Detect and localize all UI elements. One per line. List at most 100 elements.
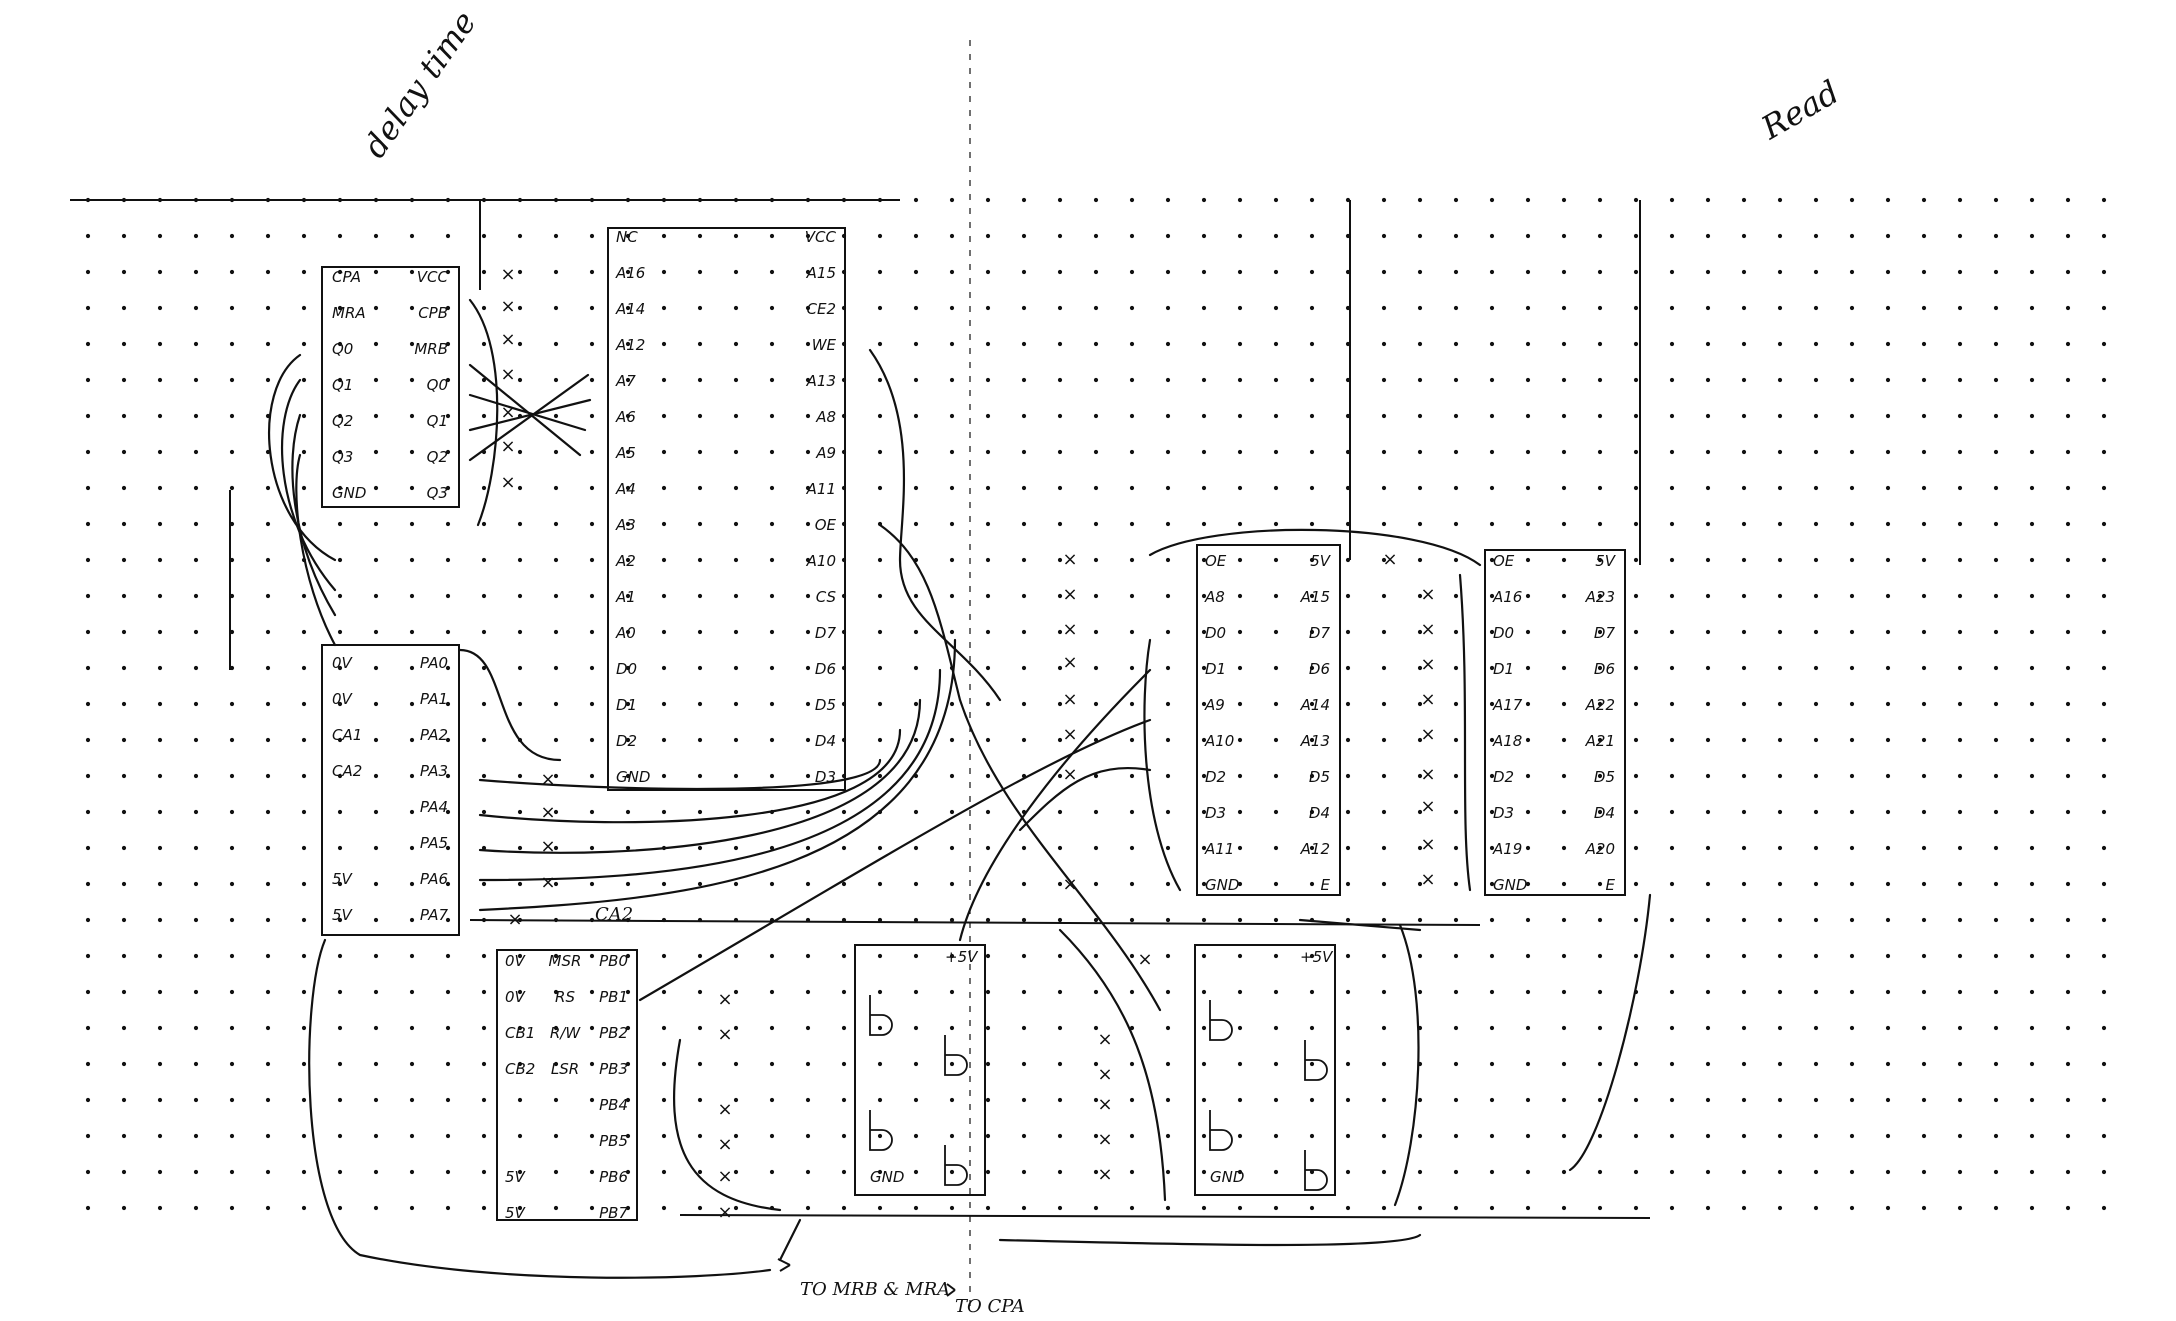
eprom-a-left-pin-label: D0 (1205, 624, 1226, 642)
eprom-a-chip (1196, 544, 1341, 896)
memory-32pin-left-pin-label: A6 (615, 408, 636, 426)
memory-32pin-left-pin-label: A5 (615, 444, 636, 462)
pia-port-b-left-pin-label: 5V (505, 1204, 527, 1222)
unused-pin-x-mark: × (500, 472, 515, 493)
memory-32pin-right-pin-label: CS (816, 588, 837, 606)
annotations: delay time Read TO MRB & MRA TO CPA CA2 (355, 4, 1845, 1317)
unused-pin-x-mark: × (1062, 652, 1077, 673)
pia-port-a-left-pin-label: 0V (332, 690, 354, 708)
ca2-bus-label: CA2 (595, 904, 633, 925)
gate-chip-right-top-label: +5V (1300, 948, 1334, 966)
unused-pin-x-mark: × (1097, 1129, 1112, 1150)
memory-32pin-right-pin-label: WE (812, 336, 837, 354)
eprom-a-left-pin-label: GND (1205, 876, 1239, 894)
unused-pin-x-mark: × (500, 364, 515, 385)
eprom-a-right-pin-label: 5V (1310, 552, 1332, 570)
eprom-b-left-pin-label: A19 (1492, 840, 1522, 858)
unused-pin-x-mark: × (1062, 689, 1077, 710)
unused-pin-x-mark: × (1097, 1094, 1112, 1115)
memory-32pin-right-pin-label: A11 (806, 480, 836, 498)
counter-74ls393-right-pin-label: Q0 (427, 376, 448, 394)
unused-pin-x-mark: × (1420, 869, 1435, 890)
unused-pin-x-mark: × (1420, 724, 1435, 745)
memory-32pin-right-pin-label: D4 (815, 732, 836, 750)
counter-74ls393-left-pin-label: Q3 (332, 448, 353, 466)
unused-pin-x-mark: × (1420, 584, 1435, 605)
memory-32pin-left-pin-label: A7 (615, 372, 636, 390)
pia-port-a-left-pin-label: 5V (332, 906, 354, 924)
eprom-a-right-pin-label: A15 (1300, 588, 1330, 606)
eprom-b-right-pin-label: D7 (1594, 624, 1616, 642)
eprom-a-left-pin-label: D1 (1205, 660, 1226, 678)
unused-pin-x-mark: × (1420, 764, 1435, 785)
unused-pin-x-mark: × (500, 436, 515, 457)
memory-32pin-right-pin-label: A10 (806, 552, 836, 570)
pia-port-a-left-pin-label: 0V (332, 654, 354, 672)
pia-port-a-right-pin-label: PA6 (420, 870, 448, 888)
pia-port-a-left-pin-label: CA1 (332, 726, 362, 744)
eprom-a-left-pin-label: OE (1205, 552, 1227, 570)
eprom-b-right-pin-label: D4 (1594, 804, 1615, 822)
memory-32pin-left-pin-label: D1 (616, 696, 637, 714)
gate-chip-right-bottom-label: GND (1210, 1168, 1244, 1186)
memory-32pin-left-pin-label: A2 (615, 552, 636, 570)
read-note: Read (1754, 73, 1845, 148)
unused-pin-x-mark: × (1062, 724, 1077, 745)
eprom-b-left-pin-label: D3 (1493, 804, 1514, 822)
pia-port-b-right-pin-label: PB6 (599, 1168, 628, 1186)
memory-32pin-right-pin-label: A9 (815, 444, 836, 462)
memory-32pin-right-pin-label: VCC (805, 228, 837, 246)
memory-32pin-right-pin-label: A15 (806, 264, 836, 282)
eprom-b-right-pin-label: A23 (1585, 588, 1615, 606)
gate-chip-left-bottom-label: GND (870, 1168, 904, 1186)
counter-chip (321, 266, 460, 508)
pia-port-b-left-pin-label: 0V (505, 988, 527, 1006)
pia-port-a-chip (321, 644, 460, 936)
unused-pin-x-mark: × (1420, 654, 1435, 675)
eprom-b-chip (1484, 549, 1626, 896)
unused-pin-x-mark: × (1062, 764, 1077, 785)
eprom-a-right-pin-label: D5 (1309, 768, 1330, 786)
unused-pin-x-mark: × (1062, 619, 1077, 640)
eprom-a-right-pin-label: D6 (1309, 660, 1330, 678)
memory-32pin-left-pin-label: A1 (615, 588, 636, 606)
pia-port-b-right-pin-label: PB7 (599, 1204, 628, 1222)
unused-pin-marks: ××××××××××××××××××××××××××××××××××××××××… (500, 264, 1435, 1223)
eprom-a-left-pin-label: A8 (1204, 588, 1225, 606)
pia-port-b-mid-pin-label: RS (555, 988, 575, 1006)
counter-74ls393-left-pin-label: MRA (332, 304, 366, 322)
eprom-b-right-pin-label: E (1606, 876, 1616, 894)
memory-32pin-left-pin-label: A12 (615, 336, 645, 354)
pia-port-b-mid-pin-label: MSR (549, 952, 582, 970)
eprom-b-right-pin-label: 5V (1595, 552, 1617, 570)
gate-chip-left (854, 944, 986, 1196)
unused-pin-x-mark: × (1420, 619, 1435, 640)
power-rails (70, 40, 1651, 1310)
pia-port-b-left-pin-label: 5V (505, 1168, 527, 1186)
eprom-b-left-pin-label: A16 (1492, 588, 1522, 606)
eprom-a-left-pin-label: A11 (1204, 840, 1234, 858)
unused-pin-x-mark: × (1062, 549, 1077, 570)
gate-chip-right (1194, 944, 1336, 1196)
pia-port-b-right-pin-label: PB5 (599, 1132, 628, 1150)
pia-port-b-left-pin-label: CB2 (505, 1060, 535, 1078)
pia-port-b-right-pin-label: PB0 (599, 952, 628, 970)
eprom-a-left-pin-label: A9 (1204, 696, 1225, 714)
pia-port-a-right-pin-label: PA5 (420, 834, 448, 852)
pia-port-a-right-pin-label: PA1 (420, 690, 448, 708)
pia-port-b-left-pin-label: 0V (505, 952, 527, 970)
eprom-b-left-pin-label: A17 (1492, 696, 1523, 714)
pia-port-b-mid-pin-label: LSR (551, 1060, 579, 1078)
delay-time-note: delay time (355, 4, 483, 165)
pia-port-a-right-pin-label: PA7 (420, 906, 449, 924)
eprom-a-right-pin-label: A13 (1300, 732, 1330, 750)
eprom-b-left-pin-label: GND (1493, 876, 1527, 894)
memory-32pin-left-pin-label: GND (616, 768, 650, 786)
unused-pin-x-mark: × (1097, 1064, 1112, 1085)
arrow-to-cpa-label: TO CPA (955, 1296, 1025, 1317)
unused-pin-x-mark: × (1420, 689, 1435, 710)
eprom-a-left-pin-label: A10 (1204, 732, 1234, 750)
counter-74ls393-left-pin-label: GND (332, 484, 366, 502)
pia-port-b-right-pin-label: PB3 (599, 1060, 628, 1078)
